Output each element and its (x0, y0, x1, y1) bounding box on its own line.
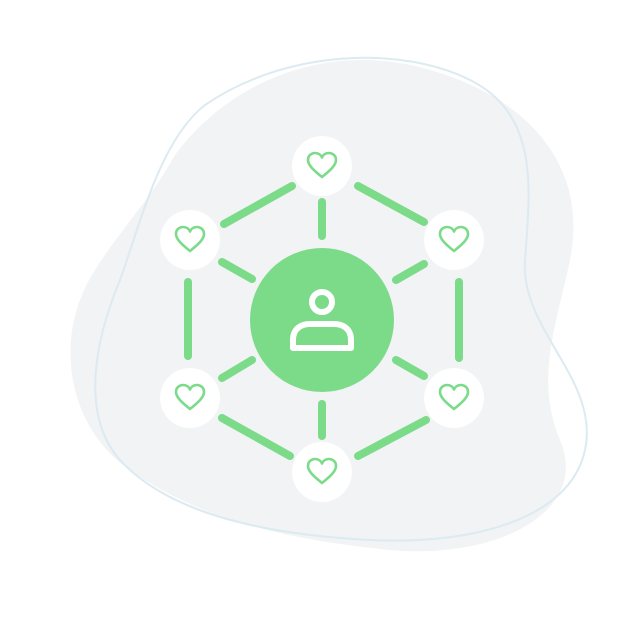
heart-icon (438, 225, 470, 253)
background-blob-outline (94, 56, 588, 542)
spoke-top-right (392, 260, 428, 284)
heart-node-upper-right (424, 210, 484, 270)
center-user-node (250, 248, 394, 392)
heart-node-top (292, 136, 352, 196)
edge-top-left (220, 182, 296, 228)
heart-icon (174, 383, 206, 411)
heart-node-lower-right (424, 368, 484, 428)
spoke-top-left (218, 258, 256, 283)
spoke-bottom-left (218, 356, 256, 382)
heart-icon (438, 383, 470, 411)
heart-node-lower-left (160, 368, 220, 428)
edge-bottom-right (354, 416, 430, 460)
edge-top-right (354, 182, 428, 226)
heart-icon (306, 457, 338, 485)
heart-node-bottom (292, 442, 352, 502)
connector-lines (184, 182, 463, 460)
heart-icon (174, 225, 206, 253)
spoke-bottom-right (392, 356, 428, 380)
heart-icon (306, 151, 338, 179)
heart-node-upper-left (160, 210, 220, 270)
user-icon (290, 289, 354, 351)
edge-bottom-left (218, 414, 294, 460)
